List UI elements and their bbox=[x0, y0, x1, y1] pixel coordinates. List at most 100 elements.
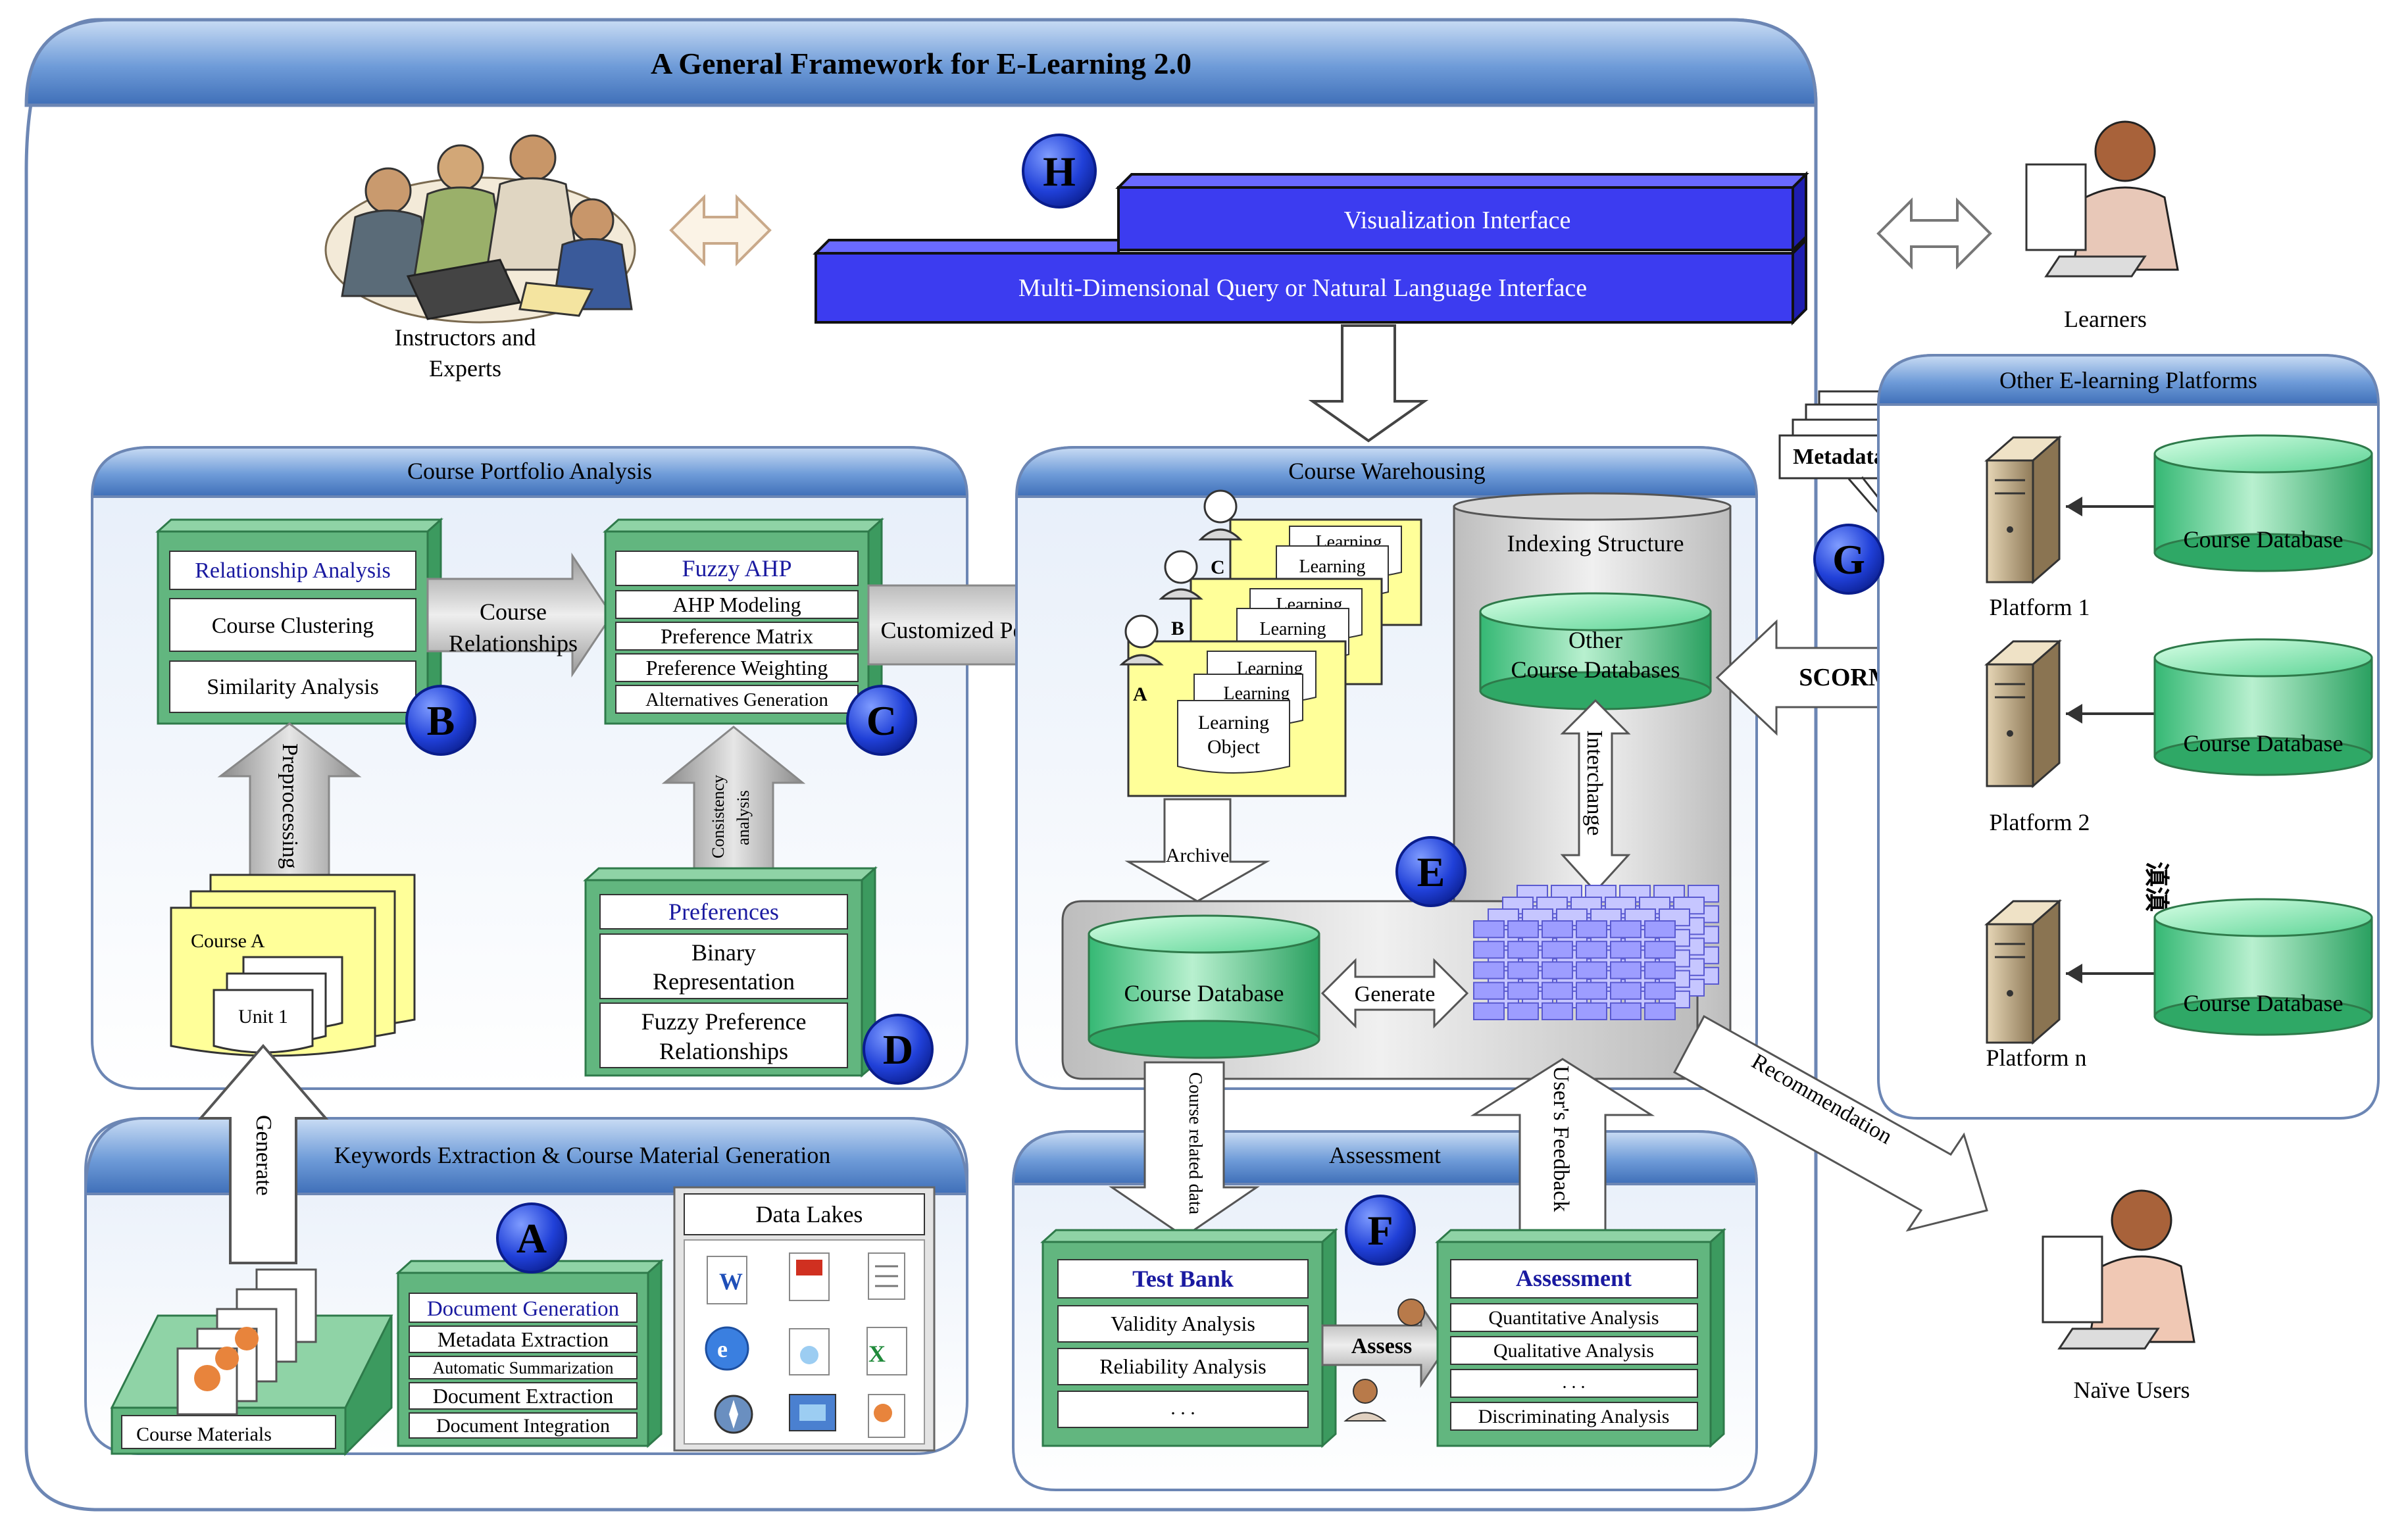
discriminating-analysis-label: Discriminating Analysis bbox=[1478, 1406, 1670, 1427]
course-materials-label: Course Materials bbox=[136, 1423, 272, 1445]
generate-up-arrow: Generate bbox=[197, 1043, 329, 1264]
binary-representation-line1: Binary bbox=[691, 939, 756, 966]
test-bank-ellipsis: . . . bbox=[1170, 1397, 1195, 1419]
learners-double-arrow bbox=[1876, 197, 1992, 270]
preference-weighting-label: Preference Weighting bbox=[646, 656, 828, 680]
automatic-summarization-label: Automatic Summarization bbox=[432, 1358, 613, 1377]
pdf-file-icon bbox=[789, 1252, 830, 1301]
svg-text:E: E bbox=[1417, 849, 1445, 895]
platform-2-server bbox=[1984, 639, 2062, 789]
badge-a: A bbox=[496, 1202, 567, 1274]
course-warehousing-title: Course Warehousing bbox=[1288, 458, 1485, 484]
archive-arrow: Archive bbox=[1124, 798, 1270, 903]
cube-cell bbox=[1610, 941, 1642, 959]
portfolio-b-letter: B bbox=[1171, 618, 1184, 639]
naive-users-illustration bbox=[2042, 1189, 2195, 1350]
data-lakes-box: Data Lakes W e X bbox=[673, 1186, 936, 1452]
platform-1-connector-head bbox=[2066, 497, 2082, 516]
relationship-analysis-box: Relationship Analysis Course Clustering … bbox=[155, 517, 443, 726]
keywords-title: Keywords Extraction & Course Material Ge… bbox=[334, 1142, 831, 1168]
assessment-ellipsis: . . . bbox=[1563, 1372, 1586, 1393]
document-extraction-label: Document Extraction bbox=[433, 1384, 614, 1408]
cube-cell bbox=[1507, 1002, 1539, 1021]
visualization-interface: Visualization Interface bbox=[1115, 171, 1809, 253]
assessor-people-icon bbox=[1343, 1299, 1425, 1422]
similarity-analysis-label: Similarity Analysis bbox=[207, 675, 379, 699]
preferences-box: Preferences Binary Representation Fuzzy … bbox=[583, 866, 878, 1078]
interface-down-arrow bbox=[1308, 324, 1429, 443]
consistency-arrow: Consistency analysis bbox=[661, 726, 806, 879]
document-icons bbox=[176, 1268, 317, 1416]
interchange-arrow: Interchange bbox=[1560, 699, 1631, 893]
reliability-analysis-label: Reliability Analysis bbox=[1099, 1354, 1266, 1378]
generate-double-arrow: Generate bbox=[1320, 958, 1469, 1029]
assess-label: Assess bbox=[1351, 1334, 1413, 1358]
preprocessing-label: Preprocessing bbox=[278, 743, 302, 869]
cube-cell bbox=[1576, 1002, 1607, 1021]
consistency-label-line1: Consistency bbox=[709, 775, 728, 858]
cube-cell bbox=[1542, 1002, 1573, 1021]
relationship-analysis-header: Relationship Analysis bbox=[195, 558, 391, 583]
metadata-extraction-label: Metadata Extraction bbox=[438, 1327, 609, 1351]
archive-label: Archive bbox=[1166, 845, 1230, 866]
document-integration-label: Document Integration bbox=[436, 1415, 610, 1437]
cube-cell bbox=[1610, 1002, 1642, 1021]
word-file-icon: W bbox=[707, 1256, 747, 1304]
generate-double-label: Generate bbox=[1355, 982, 1436, 1006]
other-course-databases-line1: Other bbox=[1568, 627, 1622, 653]
svg-text:D: D bbox=[883, 1026, 913, 1073]
course-a-label: Course A bbox=[191, 930, 265, 952]
cube-cell bbox=[1542, 941, 1573, 959]
platform-2-label: Platform 2 bbox=[1990, 809, 2090, 835]
compass-icon bbox=[714, 1395, 753, 1434]
cube-cell bbox=[1473, 981, 1505, 1000]
fuzzy-preference-line2: Relationships bbox=[659, 1038, 788, 1064]
naive-users-label: Naïve Users bbox=[2074, 1377, 2190, 1403]
indexing-cube bbox=[1473, 885, 1719, 1021]
cube-cell bbox=[1507, 961, 1539, 979]
course-relationships-arrow: Course Relationships bbox=[426, 553, 613, 678]
fuzzy-ahp-header: Fuzzy AHP bbox=[682, 555, 791, 581]
svg-text:C: C bbox=[866, 697, 897, 744]
fuzzy-preference-line1: Fuzzy Preference bbox=[641, 1008, 807, 1035]
other-course-databases: Other Course Databases bbox=[1479, 592, 1712, 710]
scorm-label: SCORM bbox=[1799, 664, 1892, 691]
badge-b: B bbox=[405, 685, 476, 756]
badge-e: E bbox=[1395, 836, 1467, 907]
other-course-databases-line2: Course Databases bbox=[1511, 656, 1680, 683]
cube-cell bbox=[1610, 981, 1642, 1000]
learner-illustration bbox=[2025, 120, 2179, 278]
assessment-title: Assessment bbox=[1329, 1142, 1441, 1168]
instructors-label-line1: Instructors and bbox=[395, 324, 536, 351]
badge-g: G bbox=[1813, 524, 1884, 595]
course-a-documents: Course A Unit 1 bbox=[170, 874, 416, 1057]
fuzzy-ahp-box: Fuzzy AHP AHP Modeling Preference Matrix… bbox=[603, 517, 884, 726]
cube-cell bbox=[1576, 920, 1607, 939]
assessment-box: Assessment Quantitative Analysis Qualita… bbox=[1435, 1227, 1726, 1448]
image-file-icon bbox=[789, 1328, 830, 1375]
indexing-structure-label: Indexing Structure bbox=[1507, 530, 1684, 557]
query-interface: Multi-Dimensional Query or Natural Langu… bbox=[813, 237, 1807, 326]
cube-cell bbox=[1507, 981, 1539, 1000]
badge-d: D bbox=[863, 1014, 934, 1085]
excel-file-icon: X bbox=[866, 1327, 907, 1375]
text-file-icon bbox=[868, 1252, 905, 1300]
course-related-data-arrow: Course related data bbox=[1109, 1061, 1260, 1238]
assessment-box-header: Assessment bbox=[1516, 1265, 1632, 1291]
learning-object-line2: Object bbox=[1207, 736, 1261, 758]
portfolio-a: Learning Learning Learning Object A bbox=[1119, 614, 1347, 797]
cube-cell bbox=[1542, 981, 1573, 1000]
svg-text:F: F bbox=[1367, 1207, 1393, 1254]
cube-cell bbox=[1576, 981, 1607, 1000]
binary-representation-line2: Representation bbox=[653, 968, 795, 995]
ahp-modeling-label: AHP Modeling bbox=[672, 593, 801, 616]
query-interface-label: Multi-Dimensional Query or Natural Langu… bbox=[1018, 274, 1587, 302]
platform-1-label: Platform 1 bbox=[1990, 594, 2090, 620]
learners-label: Learners bbox=[2064, 306, 2147, 332]
platform-n-server bbox=[1984, 899, 2062, 1045]
platform-1-server bbox=[1984, 435, 2062, 585]
metadata-label: Metadata bbox=[1793, 445, 1885, 469]
users-feedback-label: User's Feedback bbox=[1549, 1066, 1573, 1212]
data-lakes-label: Data Lakes bbox=[756, 1201, 863, 1227]
